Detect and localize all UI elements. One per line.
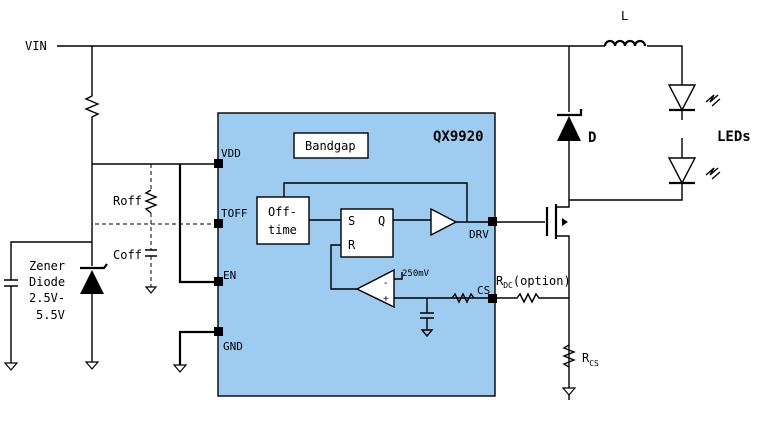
ic-name: QX9920 bbox=[433, 129, 484, 145]
offtime-label-2: time bbox=[268, 223, 297, 237]
pin-vdd-label: VDD bbox=[221, 147, 241, 160]
pin-toff bbox=[214, 219, 223, 228]
comparator-minus: - bbox=[384, 278, 387, 289]
pin-gnd bbox=[214, 327, 223, 336]
inductor-label: L bbox=[621, 9, 628, 23]
pin-drv-label: DRV bbox=[469, 228, 489, 241]
pin-toff-label: TOFF bbox=[221, 207, 248, 220]
internal-wires bbox=[283, 182, 492, 313]
roff-label: Roff bbox=[113, 194, 142, 208]
zener-label-1: Zener bbox=[29, 259, 65, 273]
pin-gnd-label: GND bbox=[223, 340, 243, 353]
led-string-wire bbox=[569, 110, 683, 201]
zener-label-4: 5.5V bbox=[36, 308, 65, 322]
vin-rail bbox=[57, 45, 683, 85]
supply-capacitor bbox=[4, 241, 92, 363]
vin-resistor bbox=[84, 46, 100, 164]
gnd-wire bbox=[178, 330, 214, 365]
coff-label: Coff bbox=[113, 248, 142, 262]
rdc-label: RDC(option) bbox=[496, 274, 571, 290]
vdd-en-link bbox=[178, 164, 214, 284]
internal-capacitor bbox=[420, 312, 434, 338]
cs-internal-resistor bbox=[451, 292, 475, 304]
offtime-label-1: Off- bbox=[268, 205, 297, 219]
zener-label-3: 2.5V- bbox=[29, 291, 65, 305]
zener-diode bbox=[80, 270, 104, 294]
led-1-rays bbox=[705, 94, 721, 107]
pin-vdd bbox=[214, 159, 223, 168]
cs-wire bbox=[492, 292, 569, 304]
zener-label-2: Diode bbox=[29, 275, 65, 289]
pin-en-label: EN bbox=[223, 269, 236, 282]
sr-flipflop bbox=[340, 208, 394, 258]
comparator bbox=[355, 268, 395, 309]
supply-cap-ground bbox=[3, 362, 19, 371]
pin-en bbox=[214, 277, 223, 286]
roff-resistor bbox=[144, 189, 158, 214]
driver-buffer bbox=[430, 207, 458, 237]
mosfet-terminals bbox=[556, 205, 570, 400]
ff-q-label: Q bbox=[378, 214, 385, 228]
pin-drv bbox=[488, 217, 497, 226]
roff-coff-dashes bbox=[95, 164, 214, 250]
bandgap-label: Bandgap bbox=[305, 139, 356, 153]
coff-ground bbox=[144, 286, 158, 294]
led-1 bbox=[667, 84, 697, 112]
mosfet-arrow bbox=[562, 218, 568, 226]
inductor bbox=[603, 39, 647, 47]
led-2 bbox=[667, 157, 697, 185]
zener-bar bbox=[80, 263, 108, 270]
ff-r-label: R bbox=[348, 238, 356, 252]
diode-bar bbox=[557, 109, 583, 117]
coff-capacitor bbox=[145, 249, 157, 257]
offtime-block bbox=[256, 196, 310, 245]
led-2-rays bbox=[705, 167, 721, 180]
rcs-resistor bbox=[562, 344, 576, 368]
diode-label: D bbox=[588, 130, 596, 146]
bandgap-block bbox=[293, 132, 369, 159]
comparator-plus: + bbox=[383, 294, 389, 305]
pin-cs-label: CS bbox=[477, 284, 490, 297]
leds-label: LEDs bbox=[717, 129, 751, 145]
gnd-ground bbox=[172, 364, 188, 373]
ff-s-label: S bbox=[348, 214, 355, 228]
freewheel-diode bbox=[557, 116, 581, 141]
rcs-label: RCS bbox=[582, 351, 599, 368]
zener-ground bbox=[84, 361, 100, 370]
rcs-ground bbox=[561, 387, 577, 396]
vin-label: VIN bbox=[25, 39, 47, 53]
ref-voltage-label: 250mV bbox=[402, 269, 430, 279]
